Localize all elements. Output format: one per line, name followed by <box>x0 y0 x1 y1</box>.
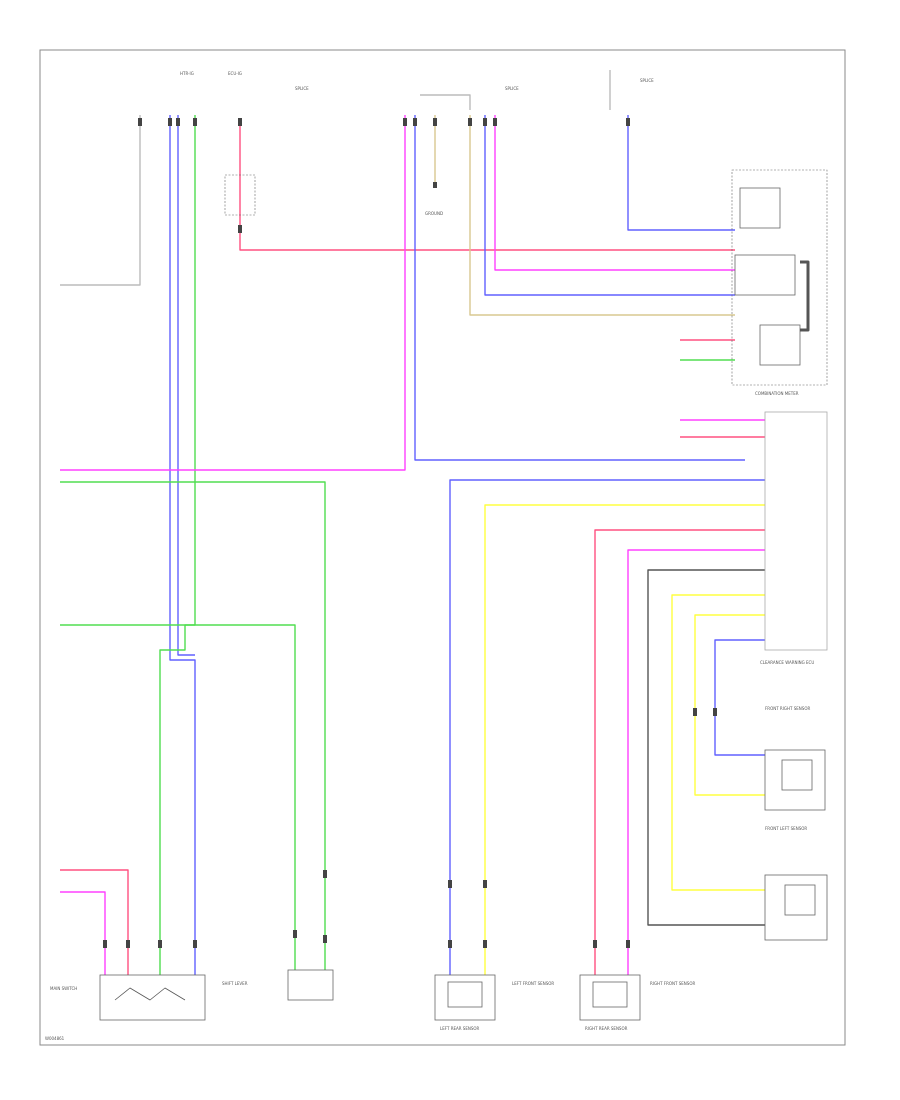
wire-tan-1 <box>469 115 735 316</box>
wire-green-2 <box>60 481 326 975</box>
wire-blue-main <box>169 115 196 975</box>
wire-blue-main-2 <box>177 115 195 656</box>
meter-inner-2 <box>734 254 796 296</box>
wire-pink-4 <box>60 891 106 975</box>
clearance-ecu-label: CLEARANCE WARNING ECU <box>760 660 814 665</box>
wire-blue-6 <box>714 639 765 756</box>
right-rear-sensor-inner <box>592 981 628 1008</box>
splice-label-3: SPLICE <box>640 78 654 83</box>
fuse-bracket <box>224 174 256 216</box>
wire-green-3 <box>60 624 296 975</box>
wire-blue-4 <box>627 115 735 231</box>
wire-gray-left <box>60 115 141 286</box>
wire-black-1 <box>647 569 765 926</box>
left-rear-sensor-inner <box>447 981 483 1008</box>
front-right-sensor-label: FRONT RIGHT SENSOR <box>765 706 810 711</box>
front-left-sensor-label: FRONT LEFT SENSOR <box>765 826 807 831</box>
top-fuse-label-1: HTR-IG <box>180 71 194 76</box>
meter-inner-3 <box>759 324 801 366</box>
wire-pink-2 <box>494 115 735 271</box>
ground-label: GROUND <box>425 211 443 216</box>
diagram-frame <box>39 49 846 1046</box>
right-front-sensor-label: RIGHT FRONT SENSOR <box>650 981 695 986</box>
left-front-sensor-label: LEFT FRONT SENSOR <box>512 981 554 986</box>
wire-red-2 <box>594 529 765 975</box>
meter-inner-1 <box>739 187 781 229</box>
wire-blue-5 <box>449 479 765 975</box>
wire-blue-3 <box>484 115 735 296</box>
shift-lever-label: SHIFT LEVER <box>222 981 248 986</box>
wire-gray-top <box>420 94 471 110</box>
combination-meter-label: COMBINATION METER <box>755 391 799 396</box>
wire-yellow-3 <box>694 614 765 796</box>
wire-red-top <box>239 120 735 251</box>
wire-pink-3 <box>627 549 765 975</box>
front-left-sensor-inner <box>784 884 816 916</box>
meter-wiring <box>800 260 810 332</box>
clearance-ecu-box <box>764 411 828 651</box>
shift-lever-box <box>287 969 334 1001</box>
left-rear-sensor-label: LEFT REAR SENSOR <box>440 1026 480 1031</box>
splice-label-2: SPLICE <box>505 86 519 91</box>
top-fuse-label-2: ECU-IG <box>228 71 242 76</box>
main-switch-contacts <box>114 987 186 1001</box>
main-switch-label: MAIN SWITCH <box>50 986 77 991</box>
wire-pink-1 <box>60 115 406 471</box>
wire-yellow-2 <box>671 594 765 891</box>
splice-label-1: SPLICE <box>295 86 309 91</box>
wire-blue-2 <box>414 115 745 461</box>
right-rear-sensor-label: RIGHT REAR SENSOR <box>585 1026 628 1031</box>
wire-yellow-1 <box>484 504 765 975</box>
front-right-sensor-inner <box>781 759 813 791</box>
combination-meter-box <box>731 169 828 386</box>
wire-green-top <box>159 115 196 975</box>
wire-red-3 <box>60 869 129 975</box>
footer-code: W004861 <box>45 1036 65 1041</box>
connectors <box>103 118 717 948</box>
